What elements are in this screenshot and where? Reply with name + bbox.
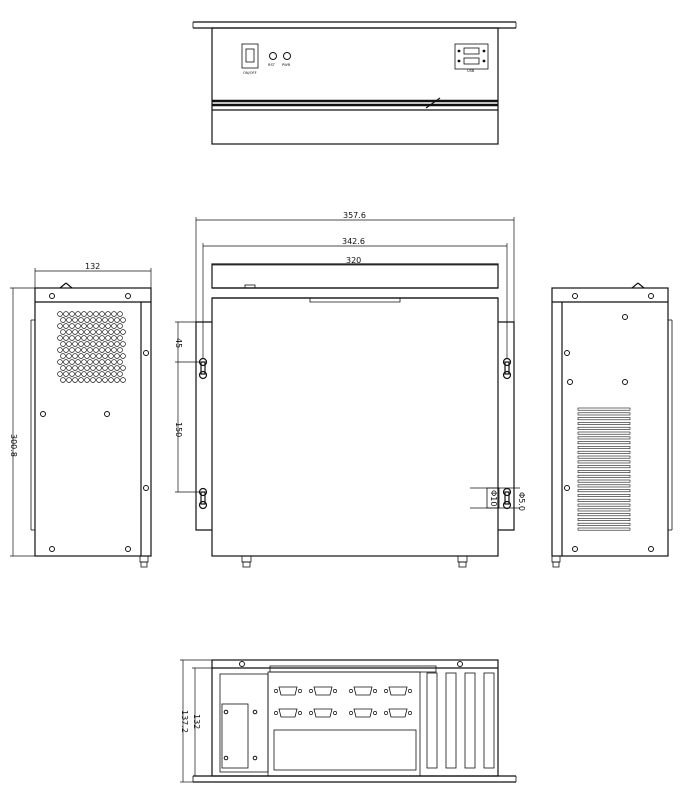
dim-keyhole-dia: Φ5.0 [517, 492, 526, 511]
dim-body-width: 320 [346, 256, 361, 265]
switch-label: ON/OFF [243, 71, 257, 75]
dim-top-overall: 137.2 [180, 710, 189, 733]
vent-slots [577, 407, 631, 531]
keyhole-icon [198, 487, 208, 510]
center-view: 357.6 342.6 320 45 150 Φ5.0 Φ10 [174, 211, 526, 568]
front-view: ON/OFF RST PWR USB [192, 21, 517, 145]
keyhole-icon [502, 357, 512, 380]
dim-flange-width: 342.6 [342, 237, 365, 246]
dim-side-depth: 132 [85, 262, 100, 271]
dim-keyhole-spacing: 150 [174, 422, 183, 437]
reset-label: RST [268, 63, 276, 67]
io-block [273, 729, 417, 771]
power-label: PWR [282, 63, 291, 67]
reset-button [269, 52, 277, 60]
right-side-view [551, 282, 673, 568]
top-view: 132 137.2 [180, 659, 517, 783]
power-led [283, 52, 291, 60]
serial-ports [274, 686, 412, 718]
usb-panel [454, 43, 489, 70]
ventilation-grid [57, 311, 126, 383]
dim-overall-width: 357.6 [343, 211, 366, 220]
dim-side-height: 300.8 [9, 434, 18, 457]
keyhole-icon [198, 357, 208, 380]
usb-port-icon [463, 47, 480, 55]
psu-block [221, 703, 249, 769]
dim-keyhole-small: Φ10 [489, 490, 498, 506]
keyhole-icon [502, 487, 512, 510]
dim-keyhole-upper: 45 [174, 338, 183, 348]
left-side-view: 132 300.8 [9, 262, 152, 568]
power-switch-icon [241, 43, 259, 69]
usb-label: USB [467, 69, 475, 73]
usb-port-icon [463, 57, 480, 65]
dim-top-depth: 132 [192, 714, 201, 729]
